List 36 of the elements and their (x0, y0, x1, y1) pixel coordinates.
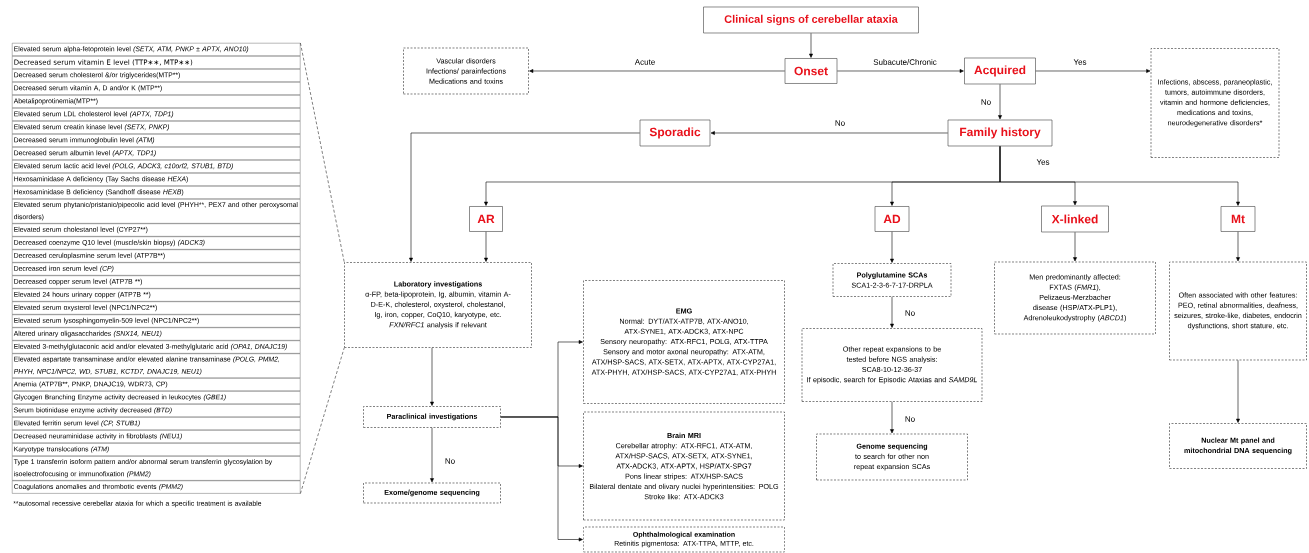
edge-label: No (903, 309, 917, 317)
arrow (529, 69, 785, 73)
arrow (1236, 359, 1240, 423)
arrow (1236, 231, 1240, 262)
arrow (998, 84, 1002, 120)
arrow (430, 427, 434, 483)
category-box: Mt (1220, 206, 1256, 232)
arrow (890, 231, 894, 263)
title-box: Clinical signs of cerebellar ataxia (703, 6, 919, 34)
category-box: AR (469, 206, 503, 232)
arrow (837, 69, 964, 73)
edge-label: Yes (1035, 158, 1051, 166)
category-box: Onset (784, 58, 838, 84)
edge-label: Yes (1072, 58, 1088, 66)
edge-label: Acute (633, 58, 657, 66)
arrow (1035, 69, 1151, 73)
edge-label: No (833, 119, 847, 127)
category-box: Family history (947, 119, 1053, 147)
arrow (430, 347, 434, 406)
category-box: AD (874, 206, 910, 232)
edge-label: No (443, 457, 457, 465)
category-box: X-linked (1041, 205, 1109, 233)
edge-label: No (903, 415, 917, 423)
arrow (809, 33, 813, 58)
arrow (500, 416, 583, 542)
category-box: Acquired (964, 57, 1036, 85)
edge-label: Subacute/Chronic (872, 58, 938, 66)
arrow (710, 131, 948, 135)
edge-label: No (979, 98, 993, 106)
arrow (890, 296, 894, 328)
arrow (484, 231, 488, 262)
arrow (1073, 232, 1077, 262)
arrow (890, 401, 894, 434)
arrow (999, 146, 1240, 206)
category-box: Sporadic (639, 119, 711, 147)
arrow (409, 132, 640, 262)
